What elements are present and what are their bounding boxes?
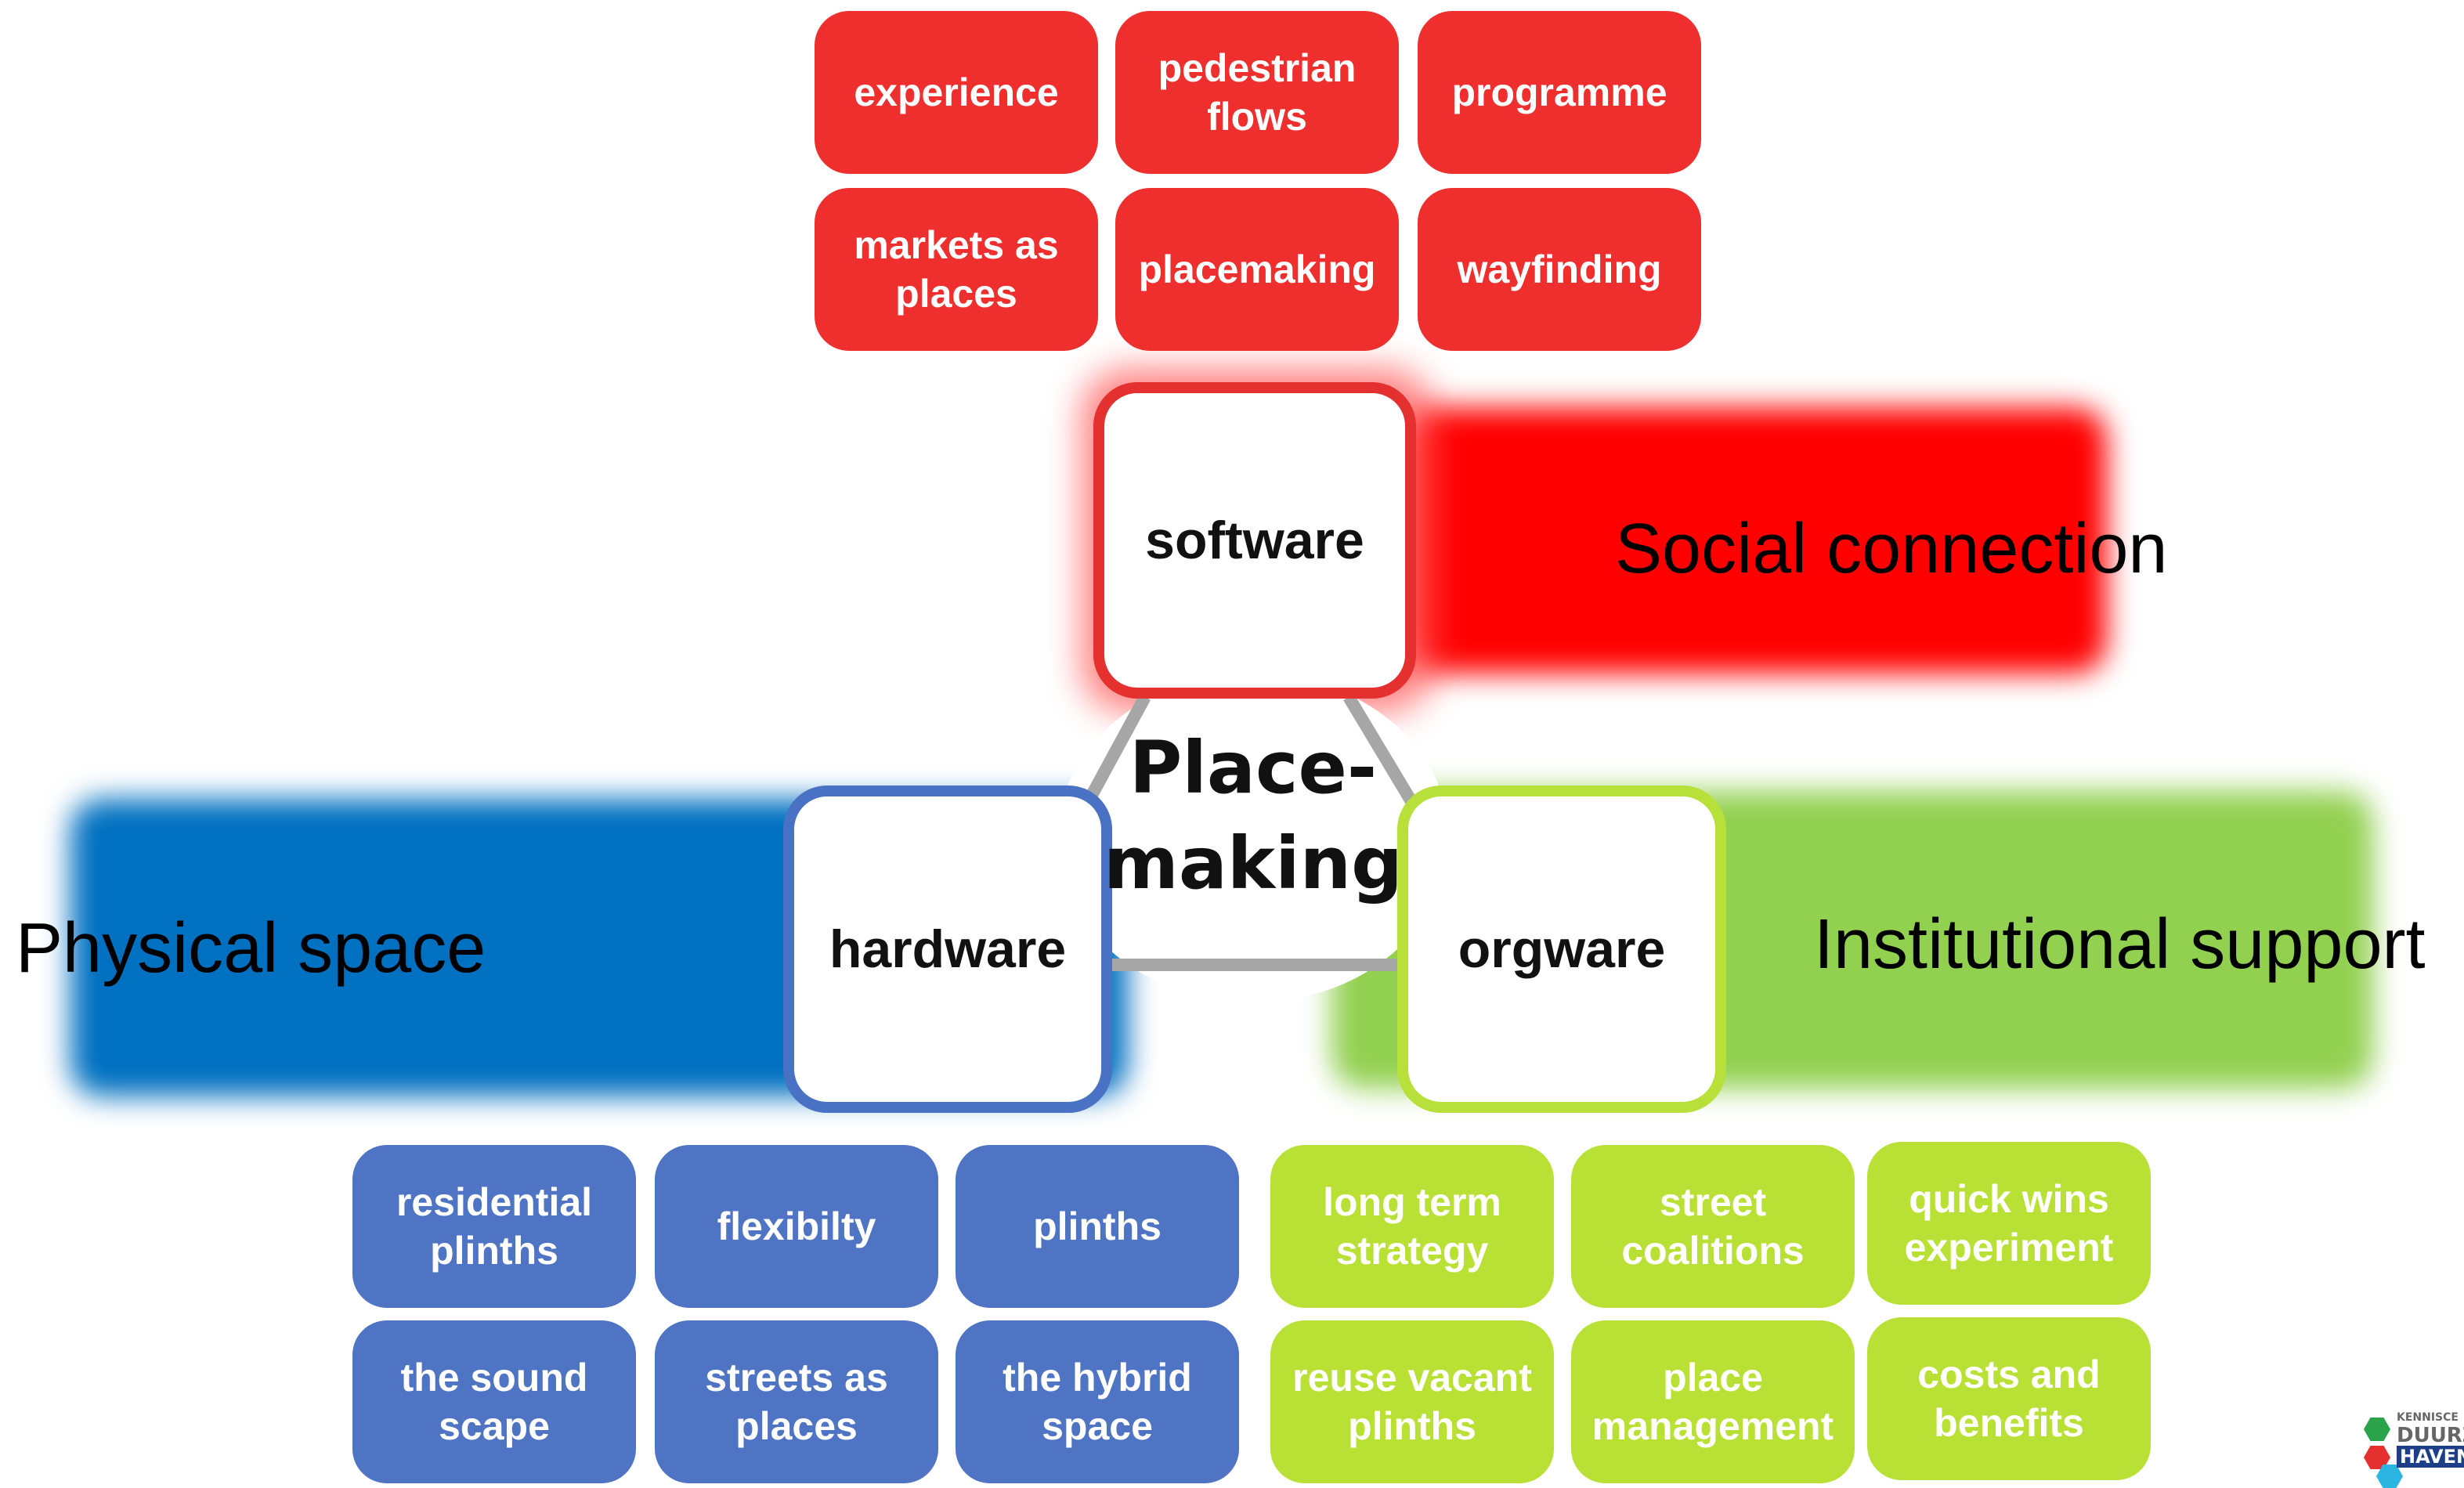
orgware-label: orgware [1458, 919, 1666, 979]
software-tile: wayfinding [1418, 188, 1701, 351]
hardware-label: hardware [829, 919, 1067, 979]
physical-space-label: Physical space [16, 909, 486, 988]
software-tile: programme [1418, 11, 1701, 174]
software-tile: pedestrian flows [1115, 11, 1399, 174]
logo-text-3: HAVEN [2397, 1446, 2464, 1468]
software-tile: placemaking [1115, 188, 1399, 351]
social-connection-label: Social connection [1615, 510, 2168, 588]
orgware-tile: costs and benefits [1867, 1317, 2151, 1480]
orgware-tile: long term strategy [1270, 1145, 1554, 1308]
software-tile: experience [815, 11, 1098, 174]
kenniscentrum-logo: KENNISCE DUURZ HAVEN [2362, 1410, 2464, 1488]
software-box: software [1093, 382, 1416, 699]
orgware-box: orgware [1397, 786, 1726, 1113]
logo-text-1: KENNISCE [2397, 1411, 2459, 1424]
hardware-tile: flexibilty [655, 1145, 938, 1308]
hardware-tile: streets as places [655, 1320, 938, 1483]
hardware-tile: the hybrid space [956, 1320, 1239, 1483]
hardware-box: hardware [783, 786, 1112, 1113]
hardware-tile: the sound scape [352, 1320, 636, 1483]
software-tile: markets as places [815, 188, 1098, 351]
placemaking-center-label: Place- making [1097, 721, 1410, 912]
hardware-tile: residential plinths [352, 1145, 636, 1308]
logo-text-2: DUURZ [2397, 1424, 2464, 1447]
connector-software-orgware [1343, 693, 1425, 818]
logo-green-hex [2364, 1418, 2390, 1441]
software-label: software [1145, 511, 1364, 570]
orgware-tile: place management [1571, 1320, 1855, 1483]
social-connection-band [1402, 407, 2107, 674]
orgware-tile: street coalitions [1571, 1145, 1855, 1308]
connector-software-hardware [1079, 694, 1151, 810]
orgware-tile: reuse vacant plinths [1270, 1320, 1554, 1483]
hardware-tile: plinths [956, 1145, 1239, 1308]
center-line-2: making [1103, 822, 1403, 905]
center-line-1: Place- [1129, 726, 1378, 810]
institutional-support-label: Institutional support [1814, 905, 2426, 984]
orgware-tile: quick wins experiment [1867, 1142, 2151, 1305]
